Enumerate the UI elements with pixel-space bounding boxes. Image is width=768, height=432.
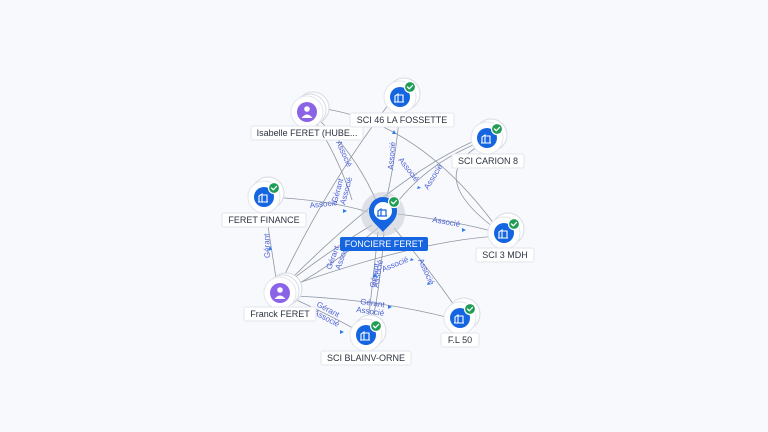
arrow-4 (417, 186, 421, 189)
edge-label-associe-5: Associé (422, 162, 445, 191)
node-fl50[interactable]: F.L 50 (440, 297, 481, 348)
verified-check-icon (267, 181, 281, 195)
central-node-label: FONCIERE FERET (345, 239, 424, 249)
arrow-2 (462, 228, 466, 232)
person-icon (274, 287, 286, 299)
arrow-1 (343, 209, 347, 213)
edge-fonciere-mdh (397, 213, 496, 233)
edge-label-associe-6: Associé (309, 198, 338, 210)
arrow-9 (340, 330, 344, 334)
edge-label-associe-1: Associé (334, 139, 354, 169)
person-icon (301, 106, 313, 118)
arrow-6 (373, 273, 377, 277)
node-label-franck: Franck FERET (250, 309, 310, 319)
edge-label-associe-7: Associé (432, 215, 462, 229)
edge-franck-fl50 (295, 295, 451, 319)
node-label-sci46: SCI 46 LA FOSSETTE (357, 115, 448, 125)
edge-arrows (268, 130, 466, 334)
building-icon (360, 330, 370, 341)
arrow-3 (392, 130, 396, 134)
node-label-mdh: SCI 3 MDH (482, 250, 528, 260)
node-mdh[interactable]: SCI 3 MDH (475, 212, 535, 263)
node-isabelle[interactable]: Isabelle FERET (HUBE... (250, 91, 364, 141)
edge-label-associe-4: Associé (396, 156, 421, 184)
node-franck[interactable]: Franck FERET (243, 272, 317, 322)
building-icon (454, 313, 464, 324)
verified-check-icon (507, 217, 521, 231)
edge-carion-mdh (455, 141, 501, 233)
building-icon (377, 207, 387, 217)
arrow-10 (427, 282, 431, 285)
edge-label-associe-11: Associé (416, 257, 436, 287)
building-icon (394, 92, 404, 103)
verified-check-icon (490, 122, 504, 136)
verified-check-icon (403, 80, 417, 94)
node-central-fonciere[interactable]: FONCIERE FERET (340, 192, 428, 251)
edge-franck-carion (287, 135, 487, 283)
node-label-fl50: F.L 50 (448, 335, 472, 345)
arrow-5 (268, 246, 272, 250)
edge-isabelle-mdh (317, 107, 501, 233)
node-carion[interactable]: SCI CARION 8 (451, 118, 525, 169)
node-label-isabelle: Isabelle FERET (HUBE... (257, 128, 358, 138)
node-sci46[interactable]: SCI 46 LA FOSSETTE (349, 77, 455, 128)
verified-check-icon (463, 302, 477, 316)
node-label-feretfin: FERET FINANCE (228, 215, 299, 225)
edge-fonciere-fl50 (393, 227, 457, 309)
edge-label-associe-3: Associé (386, 141, 397, 170)
arrow-8 (388, 305, 392, 309)
building-icon (258, 192, 268, 203)
node-blainv[interactable]: SCI BLAINV-ORNE (320, 314, 412, 366)
edge-label-gerant-2: Gérant (262, 233, 272, 259)
edge-label-gerant-6: Gérant (360, 297, 386, 309)
edge-label-associe-13: Associé (356, 305, 386, 318)
verified-check-icon (387, 195, 401, 209)
building-icon (481, 133, 491, 144)
node-label-blainv: SCI BLAINV-ORNE (327, 353, 405, 363)
node-feretfin[interactable]: FERET FINANCE (221, 176, 307, 228)
verified-check-icon (369, 319, 383, 333)
node-label-carion: SCI CARION 8 (458, 156, 518, 166)
arrow-7 (410, 258, 414, 261)
building-icon (498, 228, 508, 239)
edge-label-associe-9: Associé (380, 255, 410, 274)
